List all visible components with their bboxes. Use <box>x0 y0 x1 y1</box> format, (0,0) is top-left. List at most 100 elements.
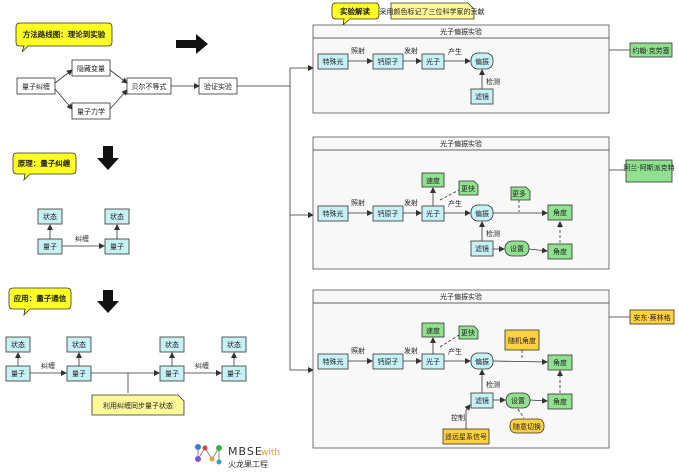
svg-text:状态: 状态 <box>165 340 179 349</box>
svg-text:隐藏变量: 隐藏变量 <box>77 64 105 73</box>
svg-text:验证实验: 验证实验 <box>204 82 232 91</box>
svg-text:滤镜: 滤镜 <box>475 244 489 253</box>
svg-text:状态: 状态 <box>227 340 241 349</box>
svg-text:阿兰·阿斯派克特: 阿兰·阿斯派克特 <box>623 163 674 172</box>
svg-text:随机角度: 随机角度 <box>508 336 536 345</box>
svg-text:MBSE: MBSE <box>228 445 263 458</box>
svg-text:特殊光: 特殊光 <box>323 57 344 66</box>
svg-text:偏振: 偏振 <box>475 357 489 366</box>
svg-text:更快: 更快 <box>461 328 475 337</box>
svg-text:实验解读: 实验解读 <box>340 6 370 16</box>
svg-text:滤镜: 滤镜 <box>475 92 489 101</box>
svg-text:状态: 状态 <box>110 212 124 221</box>
callout-application: 应用：量子通信 <box>8 287 72 317</box>
svg-text:照射: 照射 <box>351 198 365 207</box>
svg-text:约翰·克劳塞: 约翰·克劳塞 <box>632 46 669 55</box>
callout-sync-note: 利用纠缠同步量子状态 <box>91 394 185 416</box>
svg-text:纠缠: 纠缠 <box>195 361 209 370</box>
svg-text:量子: 量子 <box>165 370 179 378</box>
svg-text:利用纠缠同步量子状态: 利用纠缠同步量子状态 <box>103 401 173 410</box>
callout-color-note: 采用颜色标记了三位科学家的贡献 <box>380 2 485 20</box>
svg-text:照射: 照射 <box>351 346 365 355</box>
svg-text:产生: 产生 <box>448 199 462 208</box>
svg-text:特殊光: 特殊光 <box>323 357 344 366</box>
svg-text:特殊光: 特殊光 <box>323 209 344 218</box>
svg-text:发射: 发射 <box>404 198 418 207</box>
svg-text:贝尔不等式: 贝尔不等式 <box>132 82 167 91</box>
svg-text:钙原子: 钙原子 <box>378 57 399 66</box>
svg-text:检测: 检测 <box>486 77 500 86</box>
svg-text:设置: 设置 <box>510 244 524 253</box>
svg-text:偏振: 偏振 <box>475 57 489 66</box>
big-arrow-down-2 <box>97 290 119 313</box>
svg-text:量子: 量子 <box>43 243 57 251</box>
svg-text:with: with <box>261 448 280 458</box>
svg-text:滤镜: 滤镜 <box>475 396 489 405</box>
svg-text:角度: 角度 <box>553 397 567 406</box>
svg-text:设置: 设置 <box>511 396 525 405</box>
svg-text:照射: 照射 <box>351 46 365 55</box>
svg-text:量子: 量子 <box>227 370 241 378</box>
node-hidden-variable <box>71 59 111 77</box>
svg-text:遥远星系信号: 遥远星系信号 <box>445 432 487 441</box>
svg-text:状态: 状态 <box>72 340 86 349</box>
svg-text:量子纠缠: 量子纠缠 <box>22 82 50 91</box>
svg-text:角度: 角度 <box>553 358 567 367</box>
callout-method-roadmap-text: 方法路线图：理论到实验 <box>23 29 106 39</box>
principle-diagram: 状态 状态 量子 量子 纠缠 <box>37 208 130 255</box>
svg-text:纠缠: 纠缠 <box>41 361 55 370</box>
svg-text:应用：量子通信: 应用：量子通信 <box>14 293 67 303</box>
svg-text:光子: 光子 <box>426 57 440 66</box>
svg-text:安东·蔡林格: 安东·蔡林格 <box>633 313 670 322</box>
svg-text:产生: 产生 <box>448 347 462 356</box>
svg-text:纠缠: 纠缠 <box>75 234 89 243</box>
svg-text:检测: 检测 <box>486 380 500 389</box>
svg-text:随意切换: 随意切换 <box>513 422 541 431</box>
callout-method-roadmap: 方法路线图：理论到实验 <box>15 22 113 53</box>
svg-text:原理：量子纠缠: 原理：量子纠缠 <box>18 158 71 168</box>
svg-text:量子: 量子 <box>72 370 86 378</box>
svg-text:钙原子: 钙原子 <box>378 357 399 366</box>
node-quantum-mechanics <box>71 102 111 120</box>
experiment-frame-3: 光子偏振实验 特殊光 钙原子 光子 偏振 滤镜 速度 更快 角度 角度 设置 随… <box>312 289 610 449</box>
experiment-frame-2: 光子偏振实验 特殊光 钙原子 光子 偏振 滤镜 速度 更快 更多 角度 角度 设… <box>312 136 610 270</box>
roadmap-diagram: 量子纠缠 隐藏变量 量子力学 贝尔不等式 验证实验 <box>16 59 314 373</box>
svg-text:状态: 状态 <box>43 212 57 221</box>
svg-text:速度: 速度 <box>426 176 440 185</box>
experiment-1-title: 光子偏振实验 <box>440 27 482 36</box>
svg-text:更快: 更快 <box>461 184 475 193</box>
molecule-icon <box>195 444 222 465</box>
svg-text:检测: 检测 <box>486 229 500 238</box>
svg-text:产生: 产生 <box>448 47 462 56</box>
svg-text:角度: 角度 <box>553 208 567 217</box>
application-diagram: 状态 状态 状态 状态 量子 量子 量子 量子 纠缠 纠缠 <box>5 336 247 393</box>
scientist-badge-1: 约翰·克劳塞 <box>609 42 673 58</box>
svg-text:光子: 光子 <box>426 357 440 366</box>
brand-logo: MBSE with 火龙果工程 <box>195 444 280 469</box>
experiment-frame-1: 光子偏振实验 特殊光 钙原子 光子 偏振 滤镜 照射 发射 产生 检测 <box>312 24 610 114</box>
svg-text:量子: 量子 <box>110 243 124 251</box>
svg-text:速度: 速度 <box>426 326 440 335</box>
svg-text:发射: 发射 <box>404 346 418 355</box>
svg-text:火龙果工程: 火龙果工程 <box>228 459 268 469</box>
experiment-2-title: 光子偏振实验 <box>440 139 482 148</box>
svg-text:钙原子: 钙原子 <box>378 209 399 218</box>
svg-text:状态: 状态 <box>11 340 25 349</box>
big-arrow-right <box>176 34 208 54</box>
big-arrow-down-1 <box>97 146 119 170</box>
svg-text:光子: 光子 <box>426 209 440 218</box>
svg-text:角度: 角度 <box>553 247 567 256</box>
node-entanglement <box>16 77 56 95</box>
scientist-badge-2: 阿兰·阿斯派克特 <box>609 159 675 183</box>
svg-text:量子: 量子 <box>11 370 25 378</box>
callout-experiment-reading: 实验解读 <box>331 2 380 27</box>
callout-principle: 原理：量子纠缠 <box>12 152 77 182</box>
svg-text:发射: 发射 <box>404 46 418 55</box>
svg-text:量子力学: 量子力学 <box>77 107 105 116</box>
experiment-3-title: 光子偏振实验 <box>440 292 482 301</box>
svg-text:控制: 控制 <box>451 413 465 422</box>
svg-text:偏振: 偏振 <box>475 209 489 218</box>
svg-text:采用颜色标记了三位科学家的贡献: 采用颜色标记了三位科学家的贡献 <box>380 7 485 16</box>
scientist-badge-3: 安东·蔡林格 <box>609 309 675 325</box>
